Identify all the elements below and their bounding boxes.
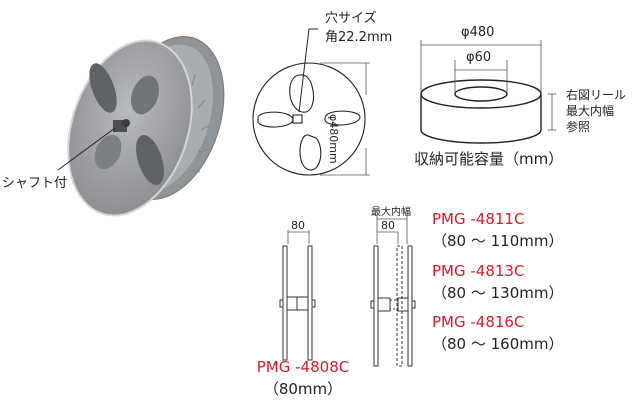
model-4813c: PMG -4813C （80 ～ 130mm）: [432, 262, 563, 303]
model-range: （80 ～ 160mm）: [432, 335, 564, 353]
inner-diameter-label: φ60: [466, 50, 492, 65]
outer-diameter-label: φ480: [461, 25, 495, 40]
hole-size-label: 穴サイズ 角22.2mm: [325, 7, 392, 45]
model-4811c: PMG -4811C （80 ～ 110mm）: [432, 210, 563, 251]
model-range: （80 ～ 130mm）: [432, 284, 564, 302]
side-note: 右図リール 最大内幅 参照: [566, 87, 626, 135]
side-note-line-3: 参照: [566, 120, 591, 134]
fixed-width-dim: 80: [291, 219, 305, 232]
max-inner-width-label: 最大内幅: [371, 207, 411, 218]
model-name: PMG -4813C: [432, 262, 525, 280]
hole-size-title: 穴サイズ: [325, 11, 377, 26]
model-4816c: PMG -4816C （80 ～ 160mm）: [432, 313, 563, 354]
capacity-title: 収納可能容量（mm）: [414, 150, 564, 168]
model-name: PMG -4816C: [432, 313, 525, 331]
adjustable-min-dim: 80: [381, 219, 395, 232]
model-4808c: PMG -4808C （80mm）: [243, 358, 363, 399]
side-note-line-1: 右図リール: [566, 88, 627, 102]
shaft-label: シャフト付: [2, 176, 68, 191]
hole-size-value: 角22.2mm: [325, 30, 393, 45]
model-range: （80mm）: [263, 380, 343, 398]
side-note-line-2: 最大内幅: [566, 104, 615, 118]
model-name: PMG -4808C: [256, 358, 350, 376]
model-range: （80 ～ 110mm）: [432, 232, 564, 250]
model-name: PMG -4811C: [432, 210, 525, 228]
